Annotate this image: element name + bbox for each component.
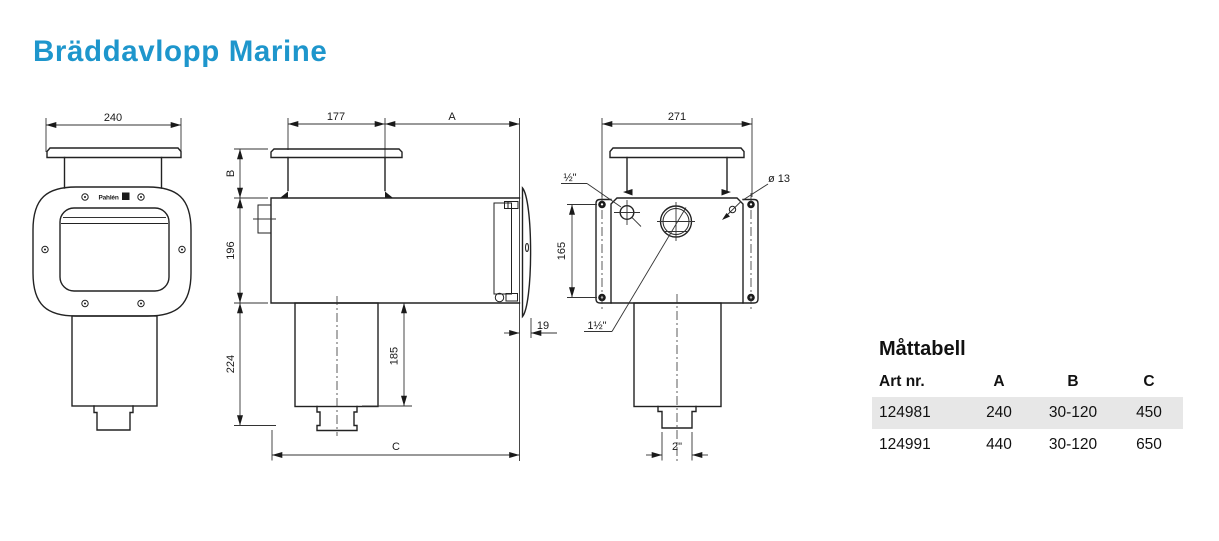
col-artnr: Art nr. (879, 372, 925, 390)
table-row: 124981 240 30-120 450 (872, 397, 1183, 429)
page-title: Bräddavlopp Marine (33, 35, 328, 68)
dim-side-b: B (225, 170, 237, 177)
dim-side-depth: 19 (537, 320, 549, 332)
dim-front-width: 240 (104, 112, 122, 124)
table-title: Måttabell (879, 338, 966, 360)
technical-drawing: 240 Pahlén 177 A B 196 (32, 111, 790, 462)
cell-c: 650 (1136, 436, 1162, 453)
dim-rear-width: 271 (668, 111, 686, 123)
table-header-row: Art nr. A B C (872, 366, 1183, 397)
cell-a: 240 (986, 404, 1012, 421)
label-small-connection: ½" (563, 172, 576, 184)
measurements: Art nr. A B C 124981 240 30-120 450 1249… (872, 366, 1183, 461)
mounting-holes (598, 200, 755, 302)
col-c: C (1143, 372, 1155, 390)
dim-side-neck: 177 (327, 111, 345, 123)
cell-b: 30-120 (1048, 436, 1098, 453)
cell-b: 30-120 (1048, 404, 1098, 421)
side-view: 177 A B 196 224 185 C 19 (225, 111, 557, 461)
dim-side-pipe: 185 (389, 347, 401, 365)
faceplate-screws (41, 193, 186, 308)
col-b: B (1067, 372, 1079, 390)
dim-side-height: 196 (225, 241, 237, 259)
logo-mark (122, 192, 130, 200)
label-hole-diameter: ø 13 (768, 173, 790, 185)
dim-side-c: C (392, 441, 400, 453)
rear-view: 271 165 ½" 1½" ø 13 2" (556, 111, 790, 462)
table-row: 124991 440 30-120 650 (872, 429, 1183, 461)
dim-rear-pipe: 2" (672, 441, 682, 453)
col-a: A (993, 372, 1005, 390)
dimension-table: Måttabell Art nr. A B C 124981 240 30-12… (872, 338, 1183, 461)
brand-logo: Pahlén (99, 195, 119, 202)
label-large-connection: 1½" (587, 320, 606, 332)
dim-side-lower: 224 (225, 355, 237, 373)
cell-artnr: 124981 (879, 404, 931, 421)
dim-side-a: A (448, 111, 456, 123)
cell-c: 450 (1136, 404, 1162, 421)
front-view: 240 Pahlén (32, 112, 192, 431)
cell-artnr: 124991 (879, 436, 931, 453)
cell-a: 440 (986, 436, 1012, 453)
dim-rear-holes: 165 (556, 242, 568, 260)
